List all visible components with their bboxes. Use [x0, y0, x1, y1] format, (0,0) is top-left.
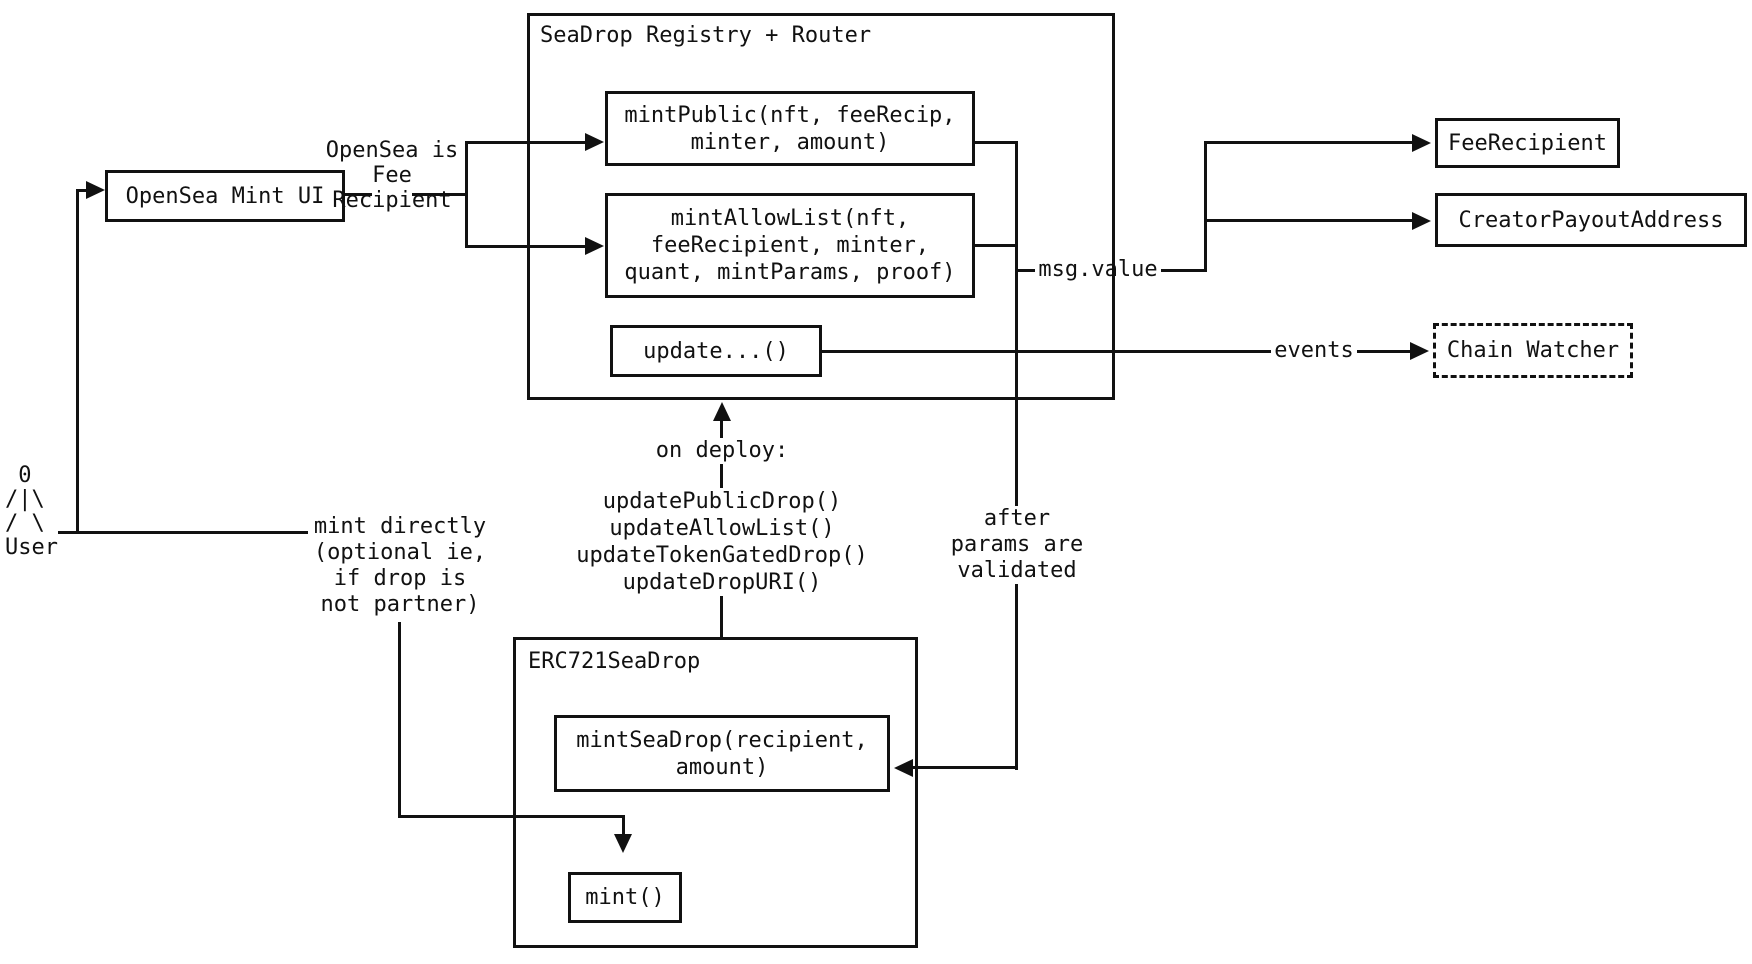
- arrowhead-into-opensea-icon: [86, 181, 105, 199]
- node-chain-watcher: Chain Watcher: [1433, 323, 1633, 378]
- connector-to-fee-recipient: [1204, 141, 1414, 144]
- opensea-fee-recipient-label: OpenSea is Fee Recipient: [325, 138, 459, 213]
- node-fee-recipient: FeeRecipient: [1435, 118, 1620, 168]
- node-mint-allow-list: mintAllowList(nft, feeRecipient, minter,…: [605, 193, 975, 298]
- connector-to-mint-public: [465, 141, 587, 144]
- connector-mint-directly-vertical: [398, 622, 401, 818]
- connector-payout-branch-vertical: [1204, 141, 1207, 272]
- connector-fee-bracket-vertical: [465, 141, 468, 248]
- node-erc721-seadrop: [513, 637, 918, 948]
- deploy-functions-label: updatePublicDrop() updateAllowList() upd…: [567, 488, 877, 596]
- node-creator-payout-address: CreatorPayoutAddress: [1435, 193, 1747, 247]
- connector-user-horizontal: [58, 531, 308, 534]
- events-label: events: [1271, 338, 1357, 364]
- connector-to-mint-seadrop: [911, 766, 1017, 769]
- after-params-validated-label: after params are validated: [947, 506, 1087, 584]
- connector-to-mint-allow-list: [465, 245, 587, 248]
- connector-msg-value-vertical: [1015, 141, 1018, 770]
- connector-user-vertical: [76, 189, 79, 534]
- connector-to-creator-payout: [1204, 219, 1414, 222]
- arrowhead-into-mint-fn-icon: [614, 834, 632, 853]
- connector-user-to-opensea: [76, 189, 90, 192]
- connector-mint-directly-horizontal: [398, 815, 625, 818]
- connector-events: [822, 350, 1413, 353]
- connector-mint-allow-list-out: [975, 244, 1017, 247]
- seadrop-registry-title: SeaDrop Registry + Router: [540, 23, 872, 48]
- node-opensea-mint-ui: OpenSea Mint UI: [105, 170, 345, 222]
- connector-opensea-out-b: [412, 193, 468, 196]
- arrowhead-into-creator-payout-icon: [1412, 212, 1431, 230]
- node-mint-public: mintPublic(nft, feeRecip, minter, amount…: [605, 91, 975, 166]
- mint-directly-label: mint directly (optional ie, if drop is n…: [313, 514, 487, 617]
- arrowhead-into-mint-allow-list-icon: [585, 237, 604, 255]
- msg-value-label: msg.value: [1035, 257, 1161, 283]
- arrowhead-into-fee-recipient-icon: [1412, 134, 1431, 152]
- connector-mint-public-out: [975, 141, 1017, 144]
- arrowhead-into-registry-icon: [713, 402, 731, 421]
- on-deploy-label: on deploy:: [642, 438, 802, 464]
- arrowhead-into-mint-seadrop-icon: [894, 759, 913, 777]
- node-mint-fn: mint(): [568, 872, 682, 923]
- arrowhead-into-mint-public-icon: [585, 133, 604, 151]
- user-figure: 0 /|\ / \ User: [5, 463, 58, 560]
- node-seadrop-registry: [527, 13, 1115, 400]
- erc721-seadrop-title: ERC721SeaDrop: [528, 649, 701, 674]
- connector-mint-directly-stub: [622, 815, 625, 836]
- arrowhead-into-chain-watcher-icon: [1410, 342, 1429, 360]
- node-update: update...(): [610, 325, 822, 377]
- node-mint-seadrop: mintSeaDrop(recipient, amount): [554, 715, 890, 792]
- connector-opensea-out-a: [345, 193, 372, 196]
